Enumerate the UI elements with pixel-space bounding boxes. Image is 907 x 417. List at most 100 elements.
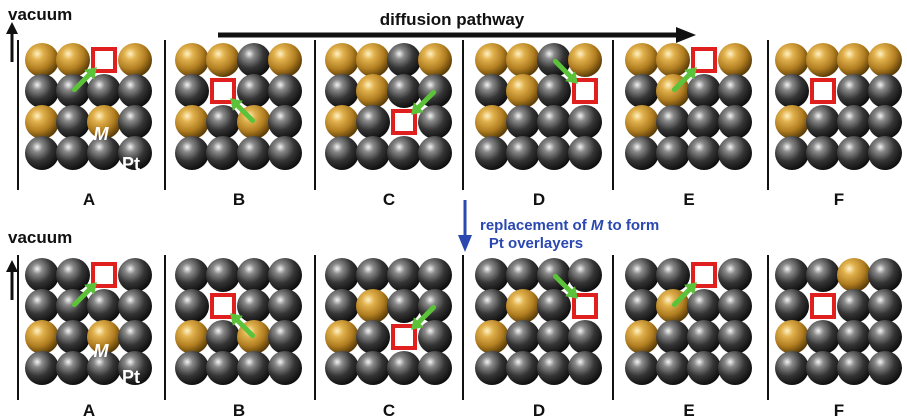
m-atom <box>325 105 359 139</box>
replacement-text-line1: replacement of M to form <box>480 217 659 234</box>
pt-atom <box>687 320 721 354</box>
m-atom <box>25 320 59 354</box>
pt-atom <box>568 105 602 139</box>
pt-atom <box>568 136 602 170</box>
metal-pt-label: Pt <box>122 367 140 387</box>
pt-atom <box>87 351 121 385</box>
panel-top-c: C <box>325 43 452 209</box>
pt-atom <box>718 136 752 170</box>
pt-atom <box>268 105 302 139</box>
panel-top-a: A <box>25 43 152 209</box>
m-atom <box>25 105 59 139</box>
pt-atom <box>687 289 721 323</box>
vacancy-box <box>91 47 117 73</box>
move-arrow-shaft <box>232 100 256 124</box>
pt-atom <box>656 320 690 354</box>
pt-atom <box>387 136 421 170</box>
panel-bottom-b: B <box>175 258 302 417</box>
m-atom <box>175 105 209 139</box>
vacancy-box <box>810 293 836 319</box>
pt-atom <box>537 74 571 108</box>
pt-atom <box>175 258 209 292</box>
m-atom <box>837 258 871 292</box>
pt-atom <box>56 136 90 170</box>
pt-atom <box>718 289 752 323</box>
vacancy-box <box>391 109 417 135</box>
pt-atom <box>837 136 871 170</box>
pt-atom <box>25 136 59 170</box>
m-atom <box>775 105 809 139</box>
panel-bottom-f: F <box>775 258 902 417</box>
panel-top-d: D <box>475 43 602 209</box>
move-arrow-head <box>411 102 424 115</box>
pt-atom <box>356 351 390 385</box>
pt-atom <box>325 74 359 108</box>
pt-atom <box>868 258 902 292</box>
pt-atom <box>25 258 59 292</box>
pt-atom <box>387 289 421 323</box>
pt-atom <box>175 136 209 170</box>
pt-atom <box>718 258 752 292</box>
move-arrow-shaft <box>671 284 695 308</box>
move-arrow-head <box>230 98 243 111</box>
pt-atom <box>118 136 152 170</box>
m-atom <box>775 43 809 77</box>
vacancy-box <box>91 262 117 288</box>
pt-atom <box>268 289 302 323</box>
pt-atom <box>25 74 59 108</box>
pt-atom <box>868 289 902 323</box>
m-atom <box>568 43 602 77</box>
pt-atom <box>775 74 809 108</box>
metal-m-label: M <box>94 124 110 144</box>
panel-letter: C <box>383 401 395 417</box>
pt-atom <box>118 258 152 292</box>
move-arrow-shaft <box>552 273 576 297</box>
pt-atom <box>868 136 902 170</box>
pt-atom <box>475 74 509 108</box>
vacuum-text: vacuum <box>8 5 72 24</box>
pt-atom <box>206 136 240 170</box>
m-atom <box>356 289 390 323</box>
pt-atom <box>87 74 121 108</box>
pt-atom <box>506 105 540 139</box>
pt-atom <box>175 74 209 108</box>
pt-atom <box>775 136 809 170</box>
m-atom <box>87 320 121 354</box>
pt-atom <box>506 258 540 292</box>
pt-atom <box>506 320 540 354</box>
move-arrow-head <box>84 67 97 80</box>
vacuum-label-top: vacuum <box>6 5 72 62</box>
pt-atom <box>837 74 871 108</box>
pt-atom <box>118 351 152 385</box>
vacancy-box <box>810 78 836 104</box>
pt-atom <box>656 136 690 170</box>
pt-atom <box>475 289 509 323</box>
move-arrow-shaft <box>413 89 437 113</box>
move-arrow-head <box>411 317 424 330</box>
panel-bottom-a: A <box>25 258 152 417</box>
pt-atom <box>868 320 902 354</box>
move-arrow-head <box>684 282 697 295</box>
pt-atom <box>356 258 390 292</box>
pt-atom <box>387 74 421 108</box>
move-arrow-head <box>565 286 578 299</box>
pt-atom <box>268 74 302 108</box>
m-atom <box>837 43 871 77</box>
pt-atom <box>325 289 359 323</box>
metal-m-label: M <box>94 341 110 361</box>
pt-atom <box>837 351 871 385</box>
m-atom <box>356 43 390 77</box>
pt-atom <box>718 74 752 108</box>
pt-atom <box>868 74 902 108</box>
diffusion-pathway-arrow: diffusion pathway <box>218 10 696 43</box>
pt-atom <box>237 258 271 292</box>
replacement-arrow <box>458 200 472 252</box>
m-atom <box>175 43 209 77</box>
pt-atom <box>87 136 121 170</box>
vacancy-box <box>572 293 598 319</box>
pt-atom <box>325 136 359 170</box>
pt-atom <box>25 289 59 323</box>
m-atom <box>356 74 390 108</box>
move-arrow-shaft <box>71 69 95 93</box>
m-atom <box>775 320 809 354</box>
